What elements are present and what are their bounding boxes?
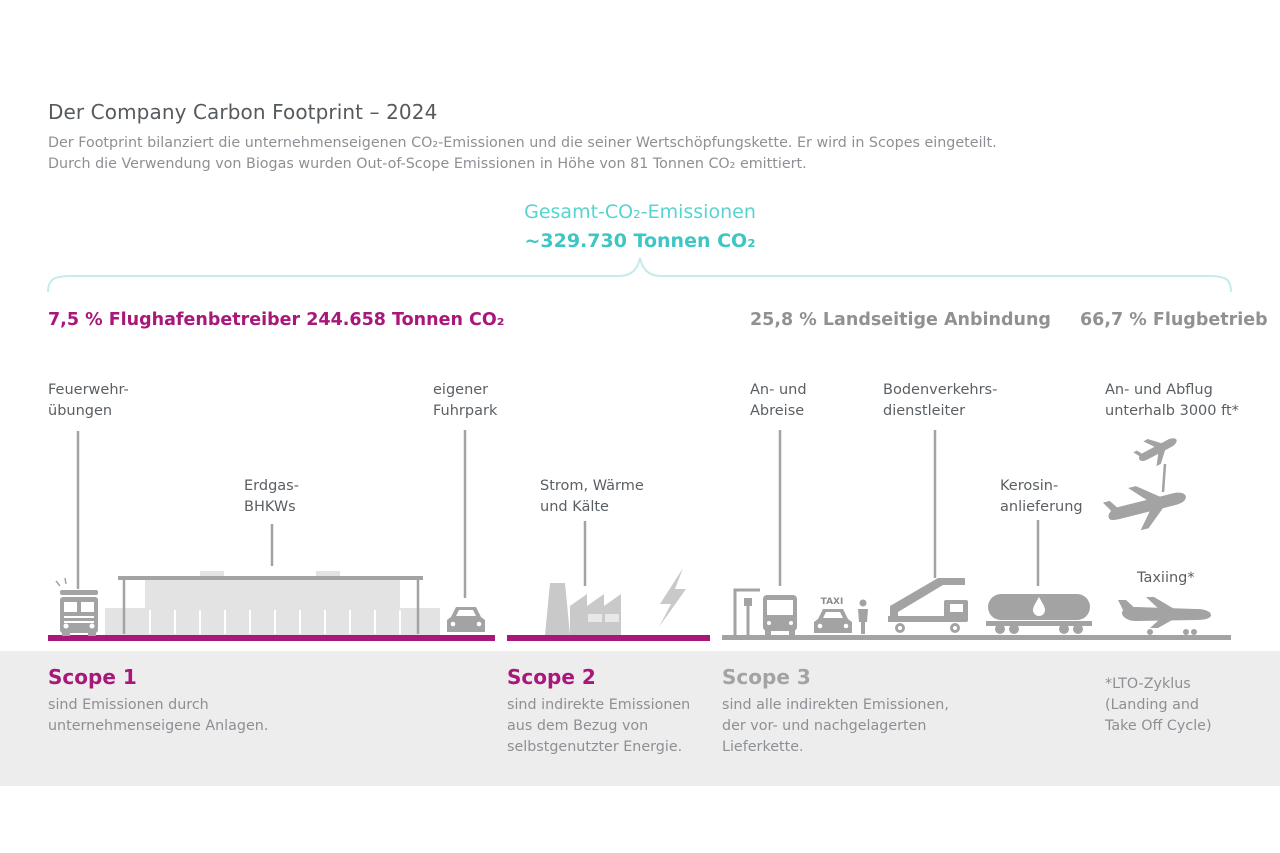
scope1-title: Scope 1 [48, 665, 137, 689]
stair-truck-icon [888, 578, 968, 633]
fire-truck-icon [55, 577, 98, 636]
scope1-baseline [48, 635, 495, 641]
scope-band [0, 651, 1280, 786]
large-plane-icon [1102, 486, 1186, 531]
intro-line-2: Durch die Verwendung von Biogas wurden O… [48, 156, 807, 172]
category-landside: 25,8 % Landseitige Anbindung [750, 310, 1051, 330]
label-ground-services: Bodenverkehrs- dienstleiter [883, 382, 998, 419]
total-value: ~329.730 Tonnen CO₂ [524, 230, 756, 252]
scope3-description: sind alle indirekten Emissionen, der vor… [722, 697, 949, 755]
bus-icon [763, 595, 797, 635]
category-operator: 7,5 % Flughafenbetreiber 244.658 Tonnen … [48, 310, 505, 330]
landing-leader [1161, 463, 1167, 493]
taxi-icon [814, 609, 852, 633]
label-taxiing: Taxiing* [1137, 570, 1195, 586]
scope3-baseline [722, 635, 1231, 640]
tanker-icon [986, 594, 1092, 634]
label-lto: An- und Abflug unterhalb 3000 ft* [1105, 382, 1239, 419]
label-chp: Erdgas- BHKWs [244, 478, 299, 515]
taxiing-plane-icon [1118, 597, 1211, 635]
person-icon [858, 599, 868, 634]
category-flight: 66,7 % Flugbetrieb [1080, 310, 1268, 330]
scope1-description: sind Emissionen durch unternehmenseigene… [48, 697, 269, 734]
scope2-title: Scope 2 [507, 665, 596, 689]
intro-line-1: Der Footprint bilanziert die unternehmen… [48, 135, 997, 151]
intro-text: Der Footprint bilanziert die unternehmen… [48, 133, 997, 175]
page-title: Der Company Carbon Footprint – 2024 [48, 100, 438, 124]
label-energy: Strom, Wärme und Kälte [540, 478, 644, 515]
scope2-description: sind indirekte Emissionen aus dem Bezug … [507, 697, 691, 755]
label-fleet: eigener Fuhrpark [433, 382, 498, 419]
lightning-icon [659, 568, 686, 627]
bus-stop-icon [733, 588, 760, 635]
taxi-sign: TAXI [821, 597, 844, 607]
label-travel: An- und Abreise [750, 382, 807, 419]
label-fire-training: Feuerwehr- übungen [48, 382, 129, 419]
factory-icon [545, 583, 621, 635]
car-icon [447, 607, 485, 632]
total-brace [47, 257, 1232, 293]
scope2-baseline [507, 635, 710, 641]
terminal-building-icon [105, 571, 440, 635]
scope3-title: Scope 3 [722, 665, 811, 689]
small-plane-icon [1133, 438, 1177, 467]
label-kerosene: Kerosin- anlieferung [1000, 478, 1083, 515]
bus-stop-sign [744, 598, 752, 606]
total-label: Gesamt-CO₂-Emissionen [524, 201, 756, 223]
lto-footnote: *LTO-Zyklus (Landing and Take Off Cycle) [1105, 676, 1212, 734]
